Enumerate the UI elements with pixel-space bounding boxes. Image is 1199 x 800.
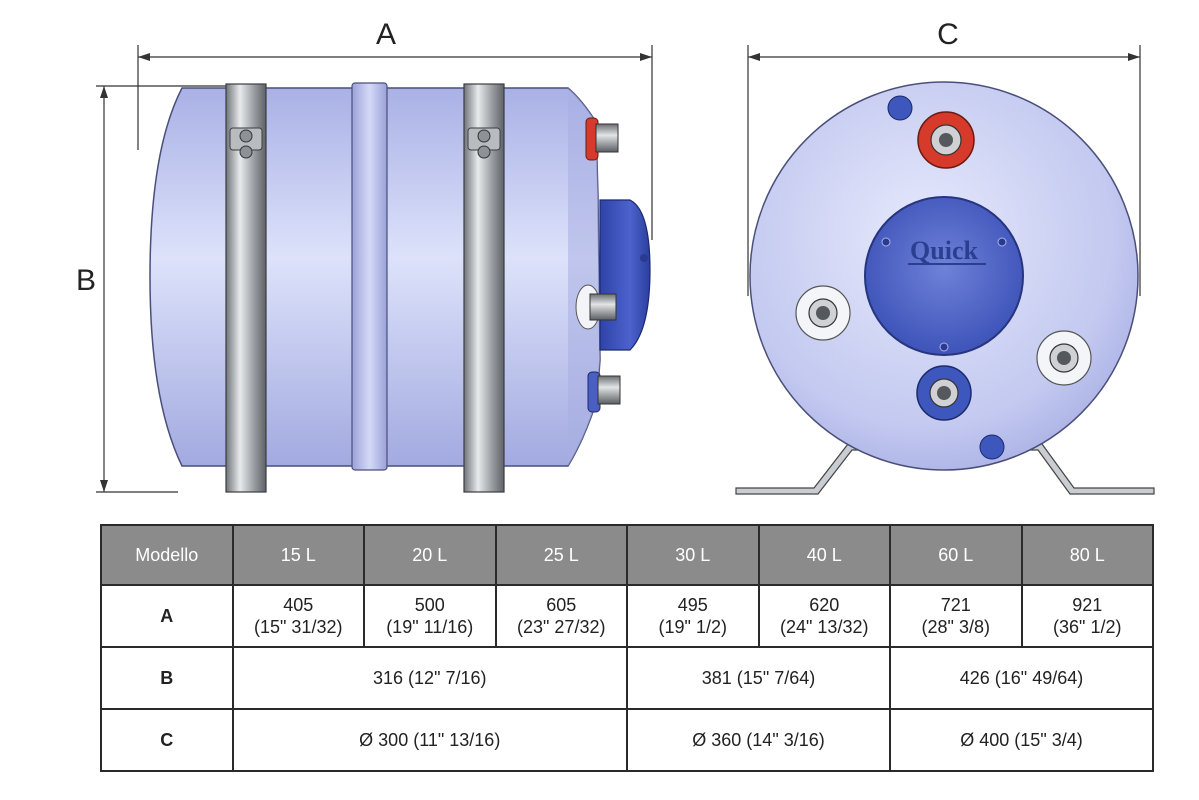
table-cell: 495(19" 1/2) [626, 584, 760, 648]
table-header-cell: 15 L [231, 524, 365, 586]
strap-bolt-right-bottom [477, 145, 491, 159]
thermostat-pipe-side [589, 293, 617, 321]
side-view: A B [76, 18, 653, 493]
cap-screw-top-right [997, 237, 1007, 247]
cell-inch: (19" 11/16) [386, 617, 474, 637]
row-label: B [100, 646, 234, 710]
table-cell: Ø 400 (15" 3/4) [889, 708, 1154, 772]
cell-mm: 620 [809, 594, 840, 615]
dimension-c-arrow-right [1128, 53, 1140, 61]
row-label: C [100, 708, 234, 772]
element-flange-side [599, 199, 651, 351]
strap-bolt-left-bottom [239, 145, 253, 159]
strap-bolt-right-top [477, 129, 491, 143]
cell-mm: 405 [283, 594, 314, 615]
cell-mm: 500 [414, 594, 445, 615]
water-heater-diagram: A B [76, 18, 1155, 495]
table-row-b: B 316 (12" 7/16) 381 (15" 7/64) 426 (16"… [100, 646, 1154, 710]
dimension-c-arrow-left [748, 53, 760, 61]
cell-inch: (36" 1/2) [1053, 617, 1122, 637]
cell-inch: (28" 3/8) [921, 617, 990, 637]
cell-mm: 605 [546, 594, 577, 615]
table-header-cell: Modello [100, 524, 234, 586]
heat-exchanger-right-hole [1057, 351, 1071, 365]
table-header-cell: 40 L [757, 524, 891, 586]
dimension-a-label: A [376, 18, 396, 51]
dimension-a-arrow-right [640, 53, 652, 61]
dimension-b-arrow-bottom [100, 480, 108, 492]
dimension-a-arrow-left [138, 53, 150, 61]
cell-inch: (19" 1/2) [658, 617, 727, 637]
table-cell: 921(36" 1/2) [1020, 584, 1154, 648]
anode-plug-bottom [979, 434, 1005, 460]
table-cell: 500(19" 11/16) [363, 584, 497, 648]
table-cell: 316 (12" 7/16) [231, 646, 628, 710]
hot-outlet-fitting-side [595, 123, 619, 153]
cap-screw-top-left [881, 237, 891, 247]
front-view: C Quick [735, 18, 1155, 495]
table-cell: 405(15" 31/32) [231, 584, 365, 648]
table-header-row: Modello 15 L 20 L 25 L 30 L 40 L 60 L 80… [100, 524, 1154, 586]
flange-screw-side [640, 254, 648, 262]
table-cell: 620(24" 13/32) [757, 584, 891, 648]
dimensions-table: Modello 15 L 20 L 25 L 30 L 40 L 60 L 80… [100, 524, 1154, 772]
table-header-cell: 80 L [1020, 524, 1154, 586]
hot-outlet-front-hole [939, 133, 953, 147]
cell-inch: (24" 13/32) [780, 617, 869, 637]
support-foot [735, 443, 1155, 495]
cell-mm: 721 [940, 594, 971, 615]
table-header-cell: 60 L [889, 524, 1023, 586]
quick-logo: Quick [910, 236, 978, 265]
dimension-c-label: C [937, 18, 959, 51]
cold-inlet-front-hole [937, 386, 951, 400]
cell-inch: (15" 31/32) [254, 617, 343, 637]
table-header-cell: 30 L [626, 524, 760, 586]
table-row-a: A 405(15" 31/32) 500(19" 11/16) 605(23" … [100, 584, 1154, 648]
heat-exchanger-left-hole [816, 306, 830, 320]
table-row-c: C Ø 300 (11" 13/16) Ø 360 (14" 3/16) Ø 4… [100, 708, 1154, 772]
tank-center-band [351, 82, 388, 471]
table-header-cell: 25 L [494, 524, 628, 586]
table-cell: 381 (15" 7/64) [626, 646, 891, 710]
cold-inlet-fitting-side [597, 375, 621, 405]
cap-screw-bottom [939, 342, 949, 352]
table-header-cell: 20 L [363, 524, 497, 586]
table-cell: Ø 300 (11" 13/16) [231, 708, 628, 772]
table-cell: 605(23" 27/32) [494, 584, 628, 648]
dimension-b-label: B [76, 264, 96, 297]
cell-inch: (23" 27/32) [517, 617, 606, 637]
element-cap-front [864, 196, 1024, 356]
dimension-b-arrow-top [100, 86, 108, 98]
table-cell: 721(28" 3/8) [889, 584, 1023, 648]
table-cell: 426 (16" 49/64) [889, 646, 1154, 710]
cell-mm: 921 [1072, 594, 1103, 615]
anode-plug-top [887, 95, 913, 121]
strap-bolt-left-top [239, 129, 253, 143]
row-label: A [100, 584, 234, 648]
table-cell: Ø 360 (14" 3/16) [626, 708, 891, 772]
cell-mm: 495 [677, 594, 708, 615]
